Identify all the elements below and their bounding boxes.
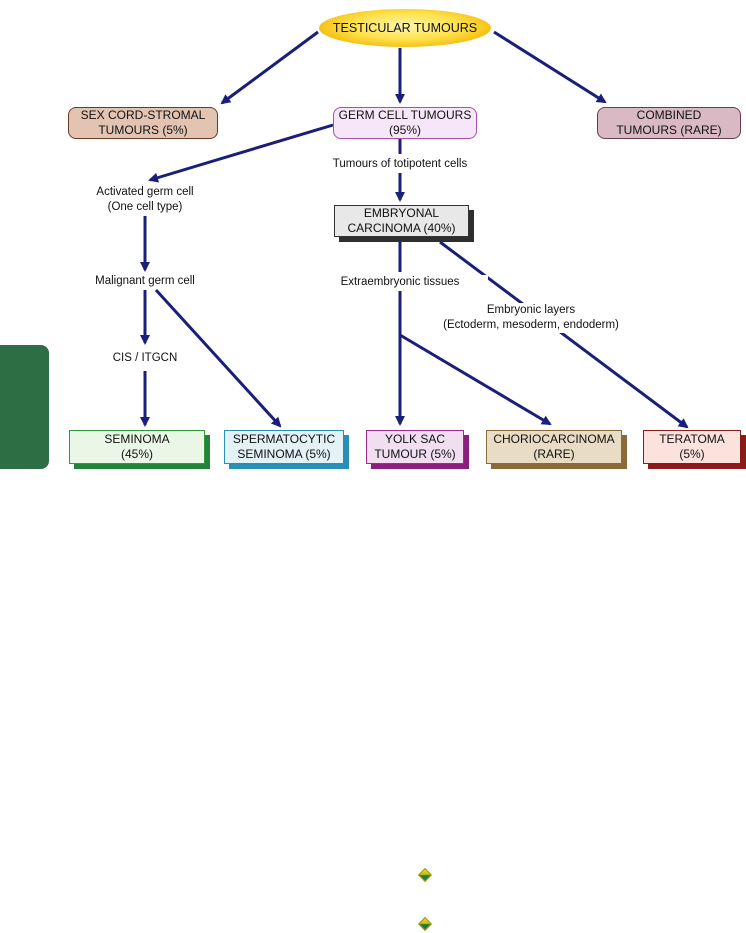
arrow-root-to-combined (493, 30, 607, 104)
node-embryonal-carcinoma: EMBRYONAL CARCINOMA (40%) (334, 205, 469, 237)
arrow-extraembryonic-to-chorio (399, 333, 552, 426)
label-embryonic-layers: Embryonic layers (Ectoderm, mesoderm, en… (418, 303, 644, 333)
node-germ-cell-tumours: GERM CELL TUMOURS (95%) (333, 107, 477, 139)
node-choriocarcinoma: CHORIOCARCINOMA (RARE) (486, 430, 622, 464)
arrow-malignant-to-spermatocytic (154, 288, 282, 428)
node-teratoma: TERATOMA (5%) (643, 430, 741, 464)
arrow-embryonal-to-teratoma (439, 240, 689, 429)
label-totipotent-cells: Tumours of totipotent cells (310, 157, 490, 172)
node-testicular-tumours: TESTICULAR TUMOURS (319, 9, 491, 47)
label-extraembryonic-tissues: Extraembryonic tissues (312, 275, 488, 290)
arrow-germ-to-activated (148, 123, 334, 183)
label-activated-germ-cell: Activated germ cell (One cell type) (96, 186, 194, 213)
label-malignant-germ-cell: Malignant germ cell (95, 275, 195, 287)
chapter-side-tab (0, 345, 49, 469)
node-yolk-sac-tumour: YOLK SAC TUMOUR (5%) (366, 430, 464, 464)
node-combined-tumours: COMBINED TUMOURS (RARE) (597, 107, 741, 139)
label-cis-itgcn: CIS / ITGCN (95, 351, 195, 366)
node-seminoma: SEMINOMA (45%) (69, 430, 205, 464)
node-sex-cord-stromal: SEX CORD-STROMAL TUMOURS (5%) (68, 107, 218, 139)
node-spermatocytic-seminoma: SPERMATOCYTIC SEMINOMA (5%) (224, 430, 344, 464)
arrow-root-to-sexcord (220, 30, 319, 105)
